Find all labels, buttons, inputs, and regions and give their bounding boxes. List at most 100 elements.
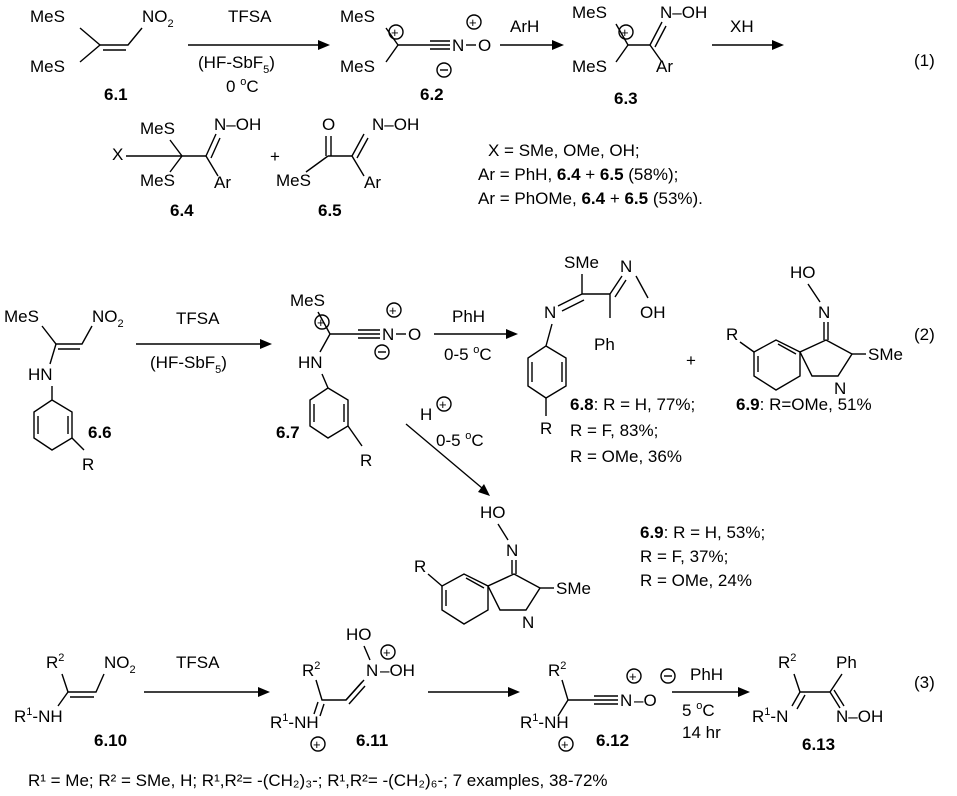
scheme2-arrow1-catalyst: (HF-SbF5) — [150, 353, 227, 376]
arrow1-reagent: TFSA — [228, 7, 272, 26]
c62-n: N — [452, 36, 464, 55]
equation-number-1: (1) — [914, 51, 935, 70]
c613-ph: Ph — [836, 653, 857, 672]
c65-o: O — [322, 115, 335, 134]
c67-o: O — [408, 325, 421, 344]
c63-ar: Ar — [656, 57, 673, 76]
c64-sme-top: MeS — [140, 119, 175, 138]
c62-sme-top: MeS — [340, 7, 375, 26]
c62-o: O — [478, 36, 491, 55]
c61-number: 6.1 — [104, 85, 128, 104]
c68-oh: OH — [640, 303, 666, 322]
c612-nh: R1-NH — [520, 712, 569, 732]
svg-text:+: + — [621, 25, 629, 40]
c69b-ring-n: N — [522, 613, 534, 632]
arrow1-temp: 0 oC — [226, 76, 259, 96]
scheme1-arrow-1: TFSA (HF-SbF5) 0 oC — [188, 7, 330, 96]
c62-o-minus — [436, 62, 452, 78]
scheme3-arrow3-temp: 5 oC — [682, 700, 715, 720]
c613-r2: R2 — [778, 652, 796, 672]
c65-noh: N–OH — [372, 115, 419, 134]
c69b-r: R — [414, 557, 426, 576]
arrow1-catalyst: (HF-SbF5) — [198, 53, 275, 76]
c61-sme-bot: MeS — [30, 57, 65, 76]
c65-mes: MeS — [276, 171, 311, 190]
diag-temp: 0-5 oC — [436, 430, 484, 450]
c61-bonds-alkene — [100, 27, 143, 51]
scheme2-diagonal-arrow: H + 0-5 oC — [405, 396, 490, 496]
compound-6-1: MeS MeS NO2 6.1 — [30, 7, 174, 104]
c61-bonds-s — [79, 27, 102, 63]
c61-no2: NO2 — [142, 7, 174, 30]
c69a-sme: SMe — [868, 345, 903, 364]
compound-6-13: R2 Ph R1-N N–OH 6.13 — [752, 652, 883, 754]
c62-n-plus — [466, 14, 482, 30]
scheme3-arrow3-reagent: PhH — [690, 665, 723, 684]
c68-noh-n: N — [620, 257, 632, 276]
c63-sme-top: MeS — [572, 3, 607, 22]
c613-n: R1-N — [752, 706, 788, 726]
compound-6-10: R2 NO2 R1-NH 6.10 — [14, 652, 136, 750]
c62-number: 6.2 — [420, 85, 444, 104]
scheme2-arrow1-reagent: TFSA — [176, 309, 220, 328]
c69b-yield-1: 6.9: R = H, 53%; — [640, 523, 765, 542]
scheme2-arrow-1: TFSA (HF-SbF5) — [136, 309, 272, 376]
c610-r2: R2 — [46, 652, 64, 672]
c613-noh: N–OH — [836, 707, 883, 726]
c69b-ho: HO — [480, 503, 506, 522]
c610-no2: NO2 — [104, 653, 136, 676]
scheme3-arrow-3: PhH 5 oC 14 hr — [672, 665, 750, 742]
c62-sme-bot: MeS — [340, 57, 375, 76]
compound-6-5: O N–OH MeS Ar 6.5 — [276, 115, 419, 220]
c65-number: 6.5 — [318, 201, 342, 220]
c64-number: 6.4 — [170, 201, 194, 220]
c612-n: N — [620, 691, 632, 710]
equation-number-3: (3) — [914, 673, 935, 692]
arrow-head — [318, 40, 330, 50]
c68-ph: Ph — [594, 335, 615, 354]
svg-text:+: + — [439, 397, 447, 412]
scheme2-plus: + — [686, 351, 696, 370]
c68-r: R — [540, 419, 552, 438]
c62-bonds — [385, 27, 430, 63]
svg-text:+: + — [383, 645, 391, 660]
compound-6-4: MeS X MeS N–OH Ar 6.4 — [112, 115, 261, 220]
compound-6-9-bottom: HO N R SMe N 6.9: R = H, 53%; R = F, 37%… — [414, 503, 765, 632]
c66-mes: MeS — [4, 307, 39, 326]
c612-r2: R2 — [548, 660, 566, 680]
compound-6-7: MeS + N O + HN R 6.7 — [276, 291, 421, 470]
c69a-ring-n: N — [834, 379, 846, 398]
scheme1-plus: + — [270, 147, 280, 166]
c64-noh: N–OH — [214, 115, 261, 134]
c67-r: R — [360, 451, 372, 470]
c610-number: 6.10 — [94, 731, 127, 750]
c611-nh: R1-NH — [270, 712, 319, 732]
scheme1-arrow-3: XH — [712, 17, 784, 50]
c610-nh: R1-NH — [14, 706, 63, 726]
scheme-3: R2 NO2 R1-NH 6.10 TFSA HO N + –OH R2 R1-… — [14, 625, 935, 790]
scheme3-arrow3-time: 14 hr — [682, 723, 721, 742]
c65-ar: Ar — [364, 173, 381, 192]
scheme2-arrow2-temp: 0-5 oC — [444, 344, 492, 364]
c66-phenyl — [33, 386, 73, 451]
note-ar-phome: Ar = PhOMe, 6.4 + 6.5 (53%). — [478, 189, 703, 208]
scheme-2: MeS NO2 HN R 6.6 TFSA (HF-SbF5) MeS + N — [4, 253, 935, 632]
c62-triple-bond — [430, 40, 450, 50]
c613-number: 6.13 — [802, 735, 835, 754]
arrow2-reagent: ArH — [510, 17, 539, 36]
c68-n: N — [544, 303, 556, 322]
c63-bonds — [615, 23, 650, 63]
svg-text:+: + — [391, 25, 399, 40]
c66-number: 6.6 — [88, 423, 112, 442]
c68-yield-3: R = OMe, 36% — [570, 447, 682, 466]
scheme2-arrow2-reagent: PhH — [452, 307, 485, 326]
compound-6-12: R2 N + –O R1-NH + 6.12 — [520, 660, 676, 752]
c69a-ho: HO — [790, 263, 816, 282]
note-x: X = SMe, OMe, OH; — [488, 141, 640, 160]
compound-6-9-top: HO N R SMe N 6.9: R=OMe, 51% — [726, 263, 903, 414]
scheme3-footnote: R¹ = Me; R² = SMe, H; R¹,R²= -(CH₂)₃-; R… — [28, 771, 608, 790]
c66-no2: NO2 — [92, 307, 124, 330]
c64-sme-bot: MeS — [140, 171, 175, 190]
note-ar-phh: Ar = PhH, 6.4 + 6.5 (58%); — [478, 165, 678, 184]
